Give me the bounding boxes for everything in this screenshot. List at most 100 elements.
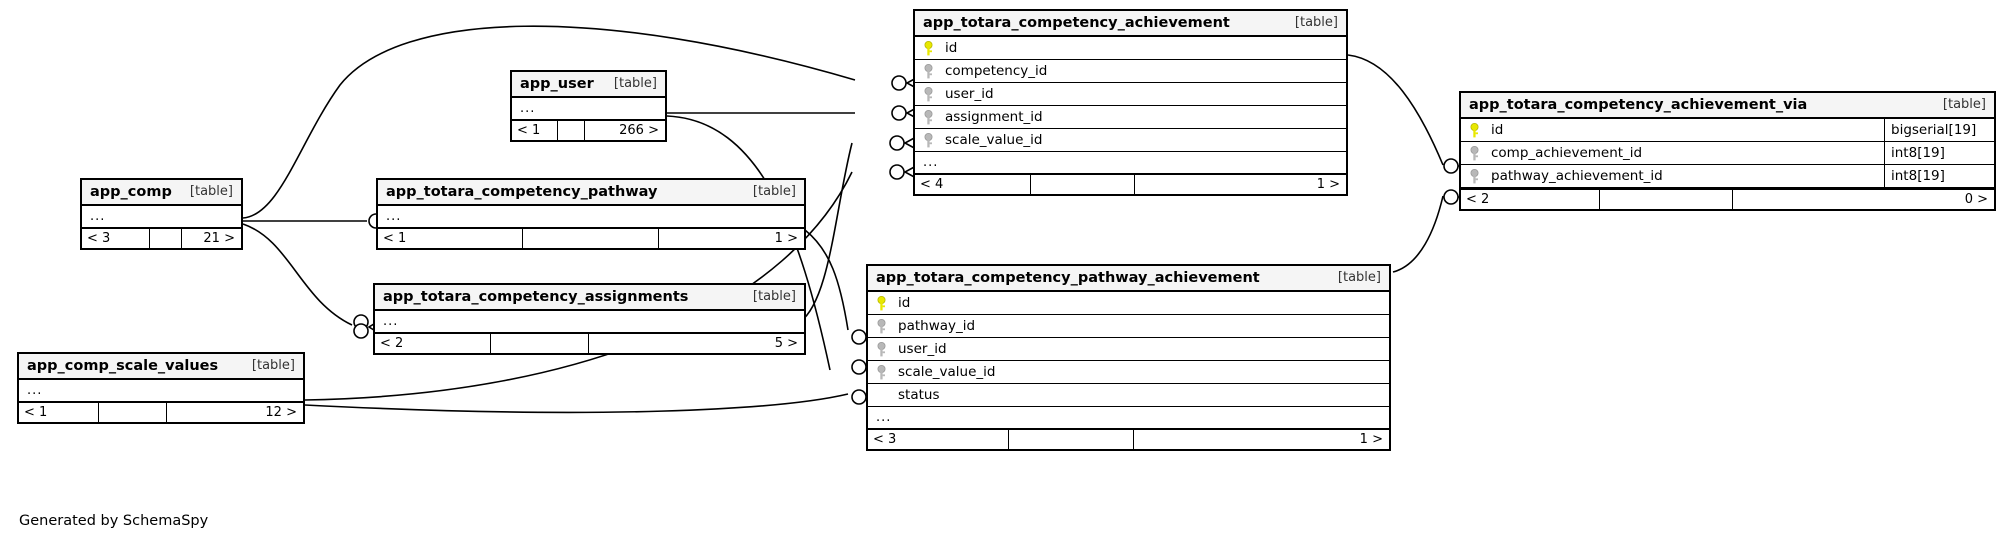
column-row[interactable]: pathway_id [868, 315, 1389, 338]
column-row[interactable]: user_id [915, 83, 1346, 106]
ellipsis-label: ... [520, 101, 536, 116]
table-name: app_totara_competency_achievement_via [1469, 96, 1808, 113]
table-name: app_totara_competency_pathway_achievemen… [876, 269, 1260, 286]
table-tag: [table] [1294, 15, 1338, 30]
footer-incoming-count: < 1 [512, 121, 558, 140]
foreign-key-icon [915, 109, 941, 125]
table-title-bar: app_comp [table] [82, 180, 241, 206]
table-tag: [table] [1337, 270, 1381, 285]
footer-incoming-count: < 4 [915, 175, 1032, 194]
table-title-bar: app_comp_scale_values [table] [19, 354, 303, 380]
table-ellipsis-row: ... [82, 206, 241, 227]
column-label: status [898, 387, 940, 403]
footer-outgoing-count: 21 > [203, 231, 235, 246]
footer-outgoing-count: 266 > [619, 123, 659, 138]
table-ellipsis-row: ... [375, 311, 804, 332]
table-name: app_user [520, 75, 594, 92]
table-app-totara-competency-assignments[interactable]: app_totara_competency_assignments [table… [373, 283, 806, 355]
footer-middle [1600, 190, 1733, 209]
table-tag: [table] [613, 76, 657, 91]
table-title-bar: app_totara_competency_assignments [table… [375, 285, 804, 311]
edge-scale-values-to-pathway-scale-value-id [304, 393, 849, 414]
column-row[interactable]: pathway_achievement_id int8[19] [1461, 165, 1994, 188]
column-row[interactable]: competency_id [915, 60, 1346, 83]
table-footer: < 3 1 > [868, 428, 1389, 449]
column-row[interactable]: id bigserial[19] [1461, 119, 1994, 142]
table-app-totara-competency-achievement[interactable]: app_totara_competency_achievement [table… [913, 9, 1348, 196]
footer-middle [1009, 430, 1134, 449]
column-label: scale_value_id [945, 132, 1043, 148]
column-row[interactable]: scale_value_id [915, 129, 1346, 152]
footer-middle [523, 229, 660, 248]
foreign-key-icon [868, 318, 894, 334]
footer-incoming-count: < 1 [19, 403, 99, 422]
foreign-key-icon [1461, 145, 1487, 161]
table-title-bar: app_user [table] [512, 72, 665, 98]
column-type: bigserial[19] [1884, 119, 1994, 141]
edge-pathway-achievement-to-pathway-achievement-id [1392, 195, 1444, 273]
table-footer: < 1 1 > [378, 227, 804, 248]
table-tag: [table] [752, 184, 796, 199]
column-row[interactable]: status [868, 384, 1389, 407]
footer-outgoing-count: 0 > [1964, 192, 1988, 207]
ellipsis-label: ... [90, 209, 106, 224]
foreign-key-icon [915, 132, 941, 148]
table-name: app_totara_competency_achievement [923, 14, 1230, 31]
column-row[interactable]: scale_value_id [868, 361, 1389, 384]
footer-outgoing-count: 1 > [1316, 177, 1340, 192]
table-app-comp[interactable]: app_comp [table] ... < 3 21 > [80, 178, 243, 250]
footer-outgoing-count: 5 > [774, 336, 798, 351]
primary-key-icon [868, 295, 894, 311]
column-type: int8[19] [1884, 142, 1994, 164]
footer-incoming-count: < 3 [82, 229, 151, 248]
table-footer: < 4 1 > [915, 173, 1346, 194]
table-app-totara-competency-achievement-via[interactable]: app_totara_competency_achievement_via [t… [1459, 91, 1996, 211]
table-ellipsis-row: ... [915, 152, 1346, 173]
column-row[interactable]: user_id [868, 338, 1389, 361]
table-title-bar: app_totara_competency_pathway_achievemen… [868, 266, 1389, 292]
ellipsis-label: ... [386, 209, 402, 224]
column-label: competency_id [945, 63, 1048, 79]
column-row[interactable]: assignment_id [915, 106, 1346, 129]
generator-credit: Generated by SchemaSpy [19, 513, 209, 529]
table-name: app_comp [90, 183, 172, 200]
column-label: id [898, 295, 911, 311]
table-tag: [table] [1942, 97, 1986, 112]
column-label: pathway_achievement_id [1491, 168, 1663, 184]
table-name: app_comp_scale_values [27, 357, 219, 374]
table-tag: [table] [251, 358, 295, 373]
table-title-bar: app_totara_competency_achievement_via [t… [1461, 93, 1994, 119]
table-app-comp-scale-values[interactable]: app_comp_scale_values [table] ... < 1 12… [17, 352, 305, 424]
column-label: assignment_id [945, 109, 1043, 125]
column-label: id [1491, 122, 1504, 138]
foreign-key-icon [868, 364, 894, 380]
table-footer: < 1 266 > [512, 119, 665, 140]
table-footer: < 3 21 > [82, 227, 241, 248]
edge-app-comp-to-assignments [242, 223, 353, 326]
footer-middle [150, 229, 183, 248]
table-app-totara-competency-pathway[interactable]: app_totara_competency_pathway [table] ..… [376, 178, 806, 250]
column-type: int8[19] [1884, 165, 1994, 187]
table-tag: [table] [752, 289, 796, 304]
foreign-key-icon [915, 63, 941, 79]
ellipsis-label: ... [383, 314, 399, 329]
ellipsis-label: ... [27, 383, 43, 398]
column-row[interactable]: id [915, 37, 1346, 60]
table-app-totara-competency-pathway-achievement[interactable]: app_totara_competency_pathway_achievemen… [866, 264, 1391, 451]
table-tag: [table] [189, 184, 233, 199]
table-footer: < 1 12 > [19, 401, 303, 422]
table-name: app_totara_competency_pathway [386, 183, 658, 200]
table-ellipsis-row: ... [868, 407, 1389, 428]
column-row[interactable]: comp_achievement_id int8[19] [1461, 142, 1994, 165]
primary-key-icon [915, 40, 941, 56]
edge-achievement-to-comp-achievement-id [1347, 54, 1444, 166]
column-row[interactable]: id [868, 292, 1389, 315]
footer-outgoing-count: 1 > [1359, 432, 1383, 447]
table-app-user[interactable]: app_user [table] ... < 1 266 > [510, 70, 667, 142]
table-footer: < 2 0 > [1461, 188, 1994, 209]
column-label: scale_value_id [898, 364, 996, 380]
footer-incoming-count: < 1 [378, 229, 523, 248]
column-label: id [945, 40, 958, 56]
table-ellipsis-row: ... [19, 380, 303, 401]
